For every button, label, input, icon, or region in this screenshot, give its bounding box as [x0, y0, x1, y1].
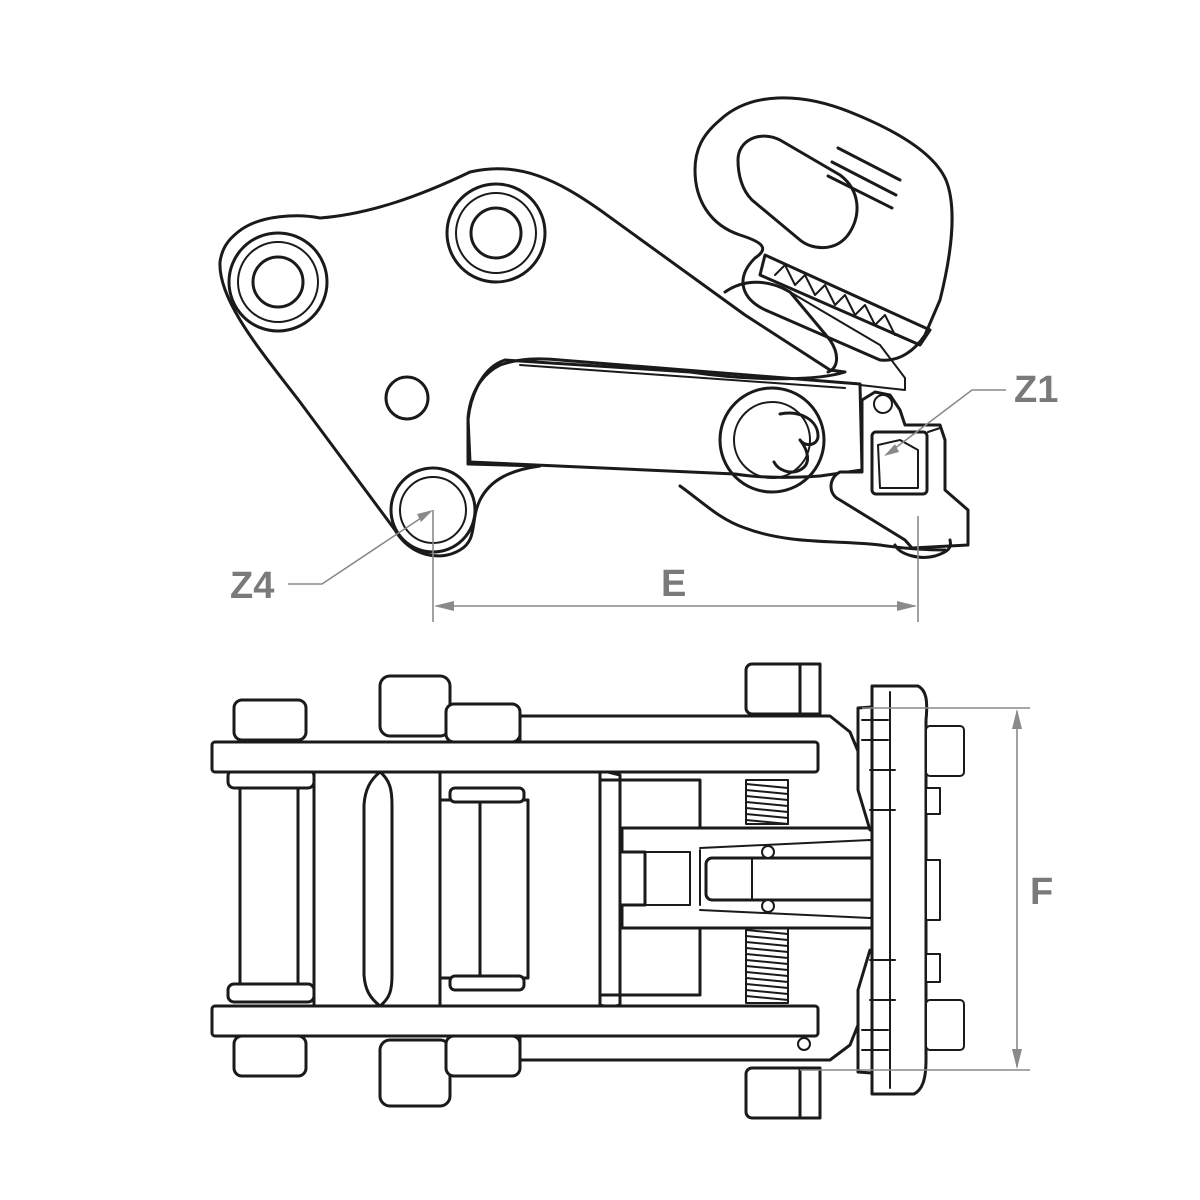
- lock-line-b: [927, 427, 941, 433]
- front-pin-outer: [718, 386, 826, 494]
- left-bolt-head-top: [232, 698, 308, 742]
- e-arrow-left: [434, 601, 454, 611]
- end-lug-2: [925, 787, 941, 815]
- lower-long-bar: [210, 1004, 820, 1038]
- e-arrow-right: [897, 601, 917, 611]
- right-end-plate: [870, 684, 929, 1096]
- z1-label: Z1: [1014, 369, 1058, 411]
- pin-top-middle-inner: [469, 206, 523, 260]
- safety-hook-slot: [736, 134, 859, 250]
- lock-screw-bottom: [761, 899, 775, 913]
- small-hole: [384, 375, 430, 421]
- hook-rib-3: [826, 174, 894, 210]
- front-pin-mid: [733, 401, 811, 479]
- second-bolt-head-top: [444, 702, 522, 744]
- left-bolt-head-bottom: [232, 1034, 308, 1078]
- f-label: F: [1030, 871, 1053, 913]
- z1-leader: [889, 389, 1006, 453]
- cross-link-b: [378, 770, 442, 1008]
- right-bolt-bottom: [744, 1066, 808, 1120]
- f-arrow-bottom: [1012, 1049, 1022, 1069]
- fork-inner-lines: [644, 849, 701, 906]
- z4-arrow: [417, 510, 433, 522]
- inner-frame: [598, 768, 622, 1008]
- end-lug-3: [925, 859, 941, 921]
- z1-arrow: [884, 444, 899, 456]
- hook-lower-arc-2: [789, 291, 906, 391]
- lower-jaw: [678, 484, 947, 552]
- cross-link-a: [312, 770, 382, 1008]
- right-bolt-top-flange: [798, 662, 822, 716]
- right-bolt-bottom-flange: [798, 1066, 822, 1120]
- lock-latch-detail: [877, 439, 919, 489]
- side-plate-outline: [218, 167, 847, 558]
- middle-pin-bottom: [378, 1038, 452, 1108]
- f-arrow-top: [1012, 709, 1022, 729]
- e-label: E: [661, 563, 686, 605]
- plate-hole: [797, 1037, 811, 1051]
- wedge-edge: [519, 364, 846, 389]
- right-block-steps: [861, 719, 896, 1051]
- side-view: Z1 Z4 E: [218, 96, 1058, 622]
- safety-hook-outline: [693, 96, 954, 362]
- left-pin-shaft: [238, 784, 300, 990]
- pin-top-middle-outer: [445, 182, 547, 284]
- second-washer-top: [448, 786, 526, 804]
- upper-long-bar: [210, 740, 820, 774]
- right-bolt-top: [744, 662, 808, 716]
- cross-link-shaft: [478, 798, 530, 980]
- z4-label: Z4: [230, 565, 274, 607]
- cross-link-c: [438, 798, 482, 980]
- pin-top-middle-mid: [455, 192, 537, 274]
- z4-leader: [288, 511, 431, 585]
- lock-screw-top: [761, 845, 775, 859]
- hook-rib-1: [836, 146, 902, 182]
- pin-top-left-mid: [237, 241, 319, 323]
- lower-side-plate: [518, 922, 892, 1062]
- end-lug-1: [925, 725, 965, 777]
- hook-lower-arc: [723, 280, 838, 374]
- pin-top-left-outer: [227, 231, 329, 333]
- end-lug-4: [925, 953, 941, 983]
- lock-small-pin: [873, 394, 893, 414]
- second-bolt-head-bottom: [444, 1034, 522, 1078]
- spring-lower: [745, 929, 789, 1001]
- hook-serration: [774, 264, 896, 336]
- top-view: F: [210, 662, 1053, 1120]
- spring-upper: [745, 783, 789, 825]
- second-washer-bottom: [448, 974, 526, 992]
- left-washer-bottom: [226, 982, 316, 1004]
- hook-rib-2: [830, 160, 898, 197]
- front-pin-keyhole: [772, 411, 820, 474]
- hook-base-plate: [758, 253, 932, 347]
- end-lug-5: [925, 999, 965, 1051]
- lock-bottom-roll: [893, 538, 952, 559]
- pin-top-left-inner: [251, 255, 305, 309]
- middle-pin-top: [378, 674, 452, 738]
